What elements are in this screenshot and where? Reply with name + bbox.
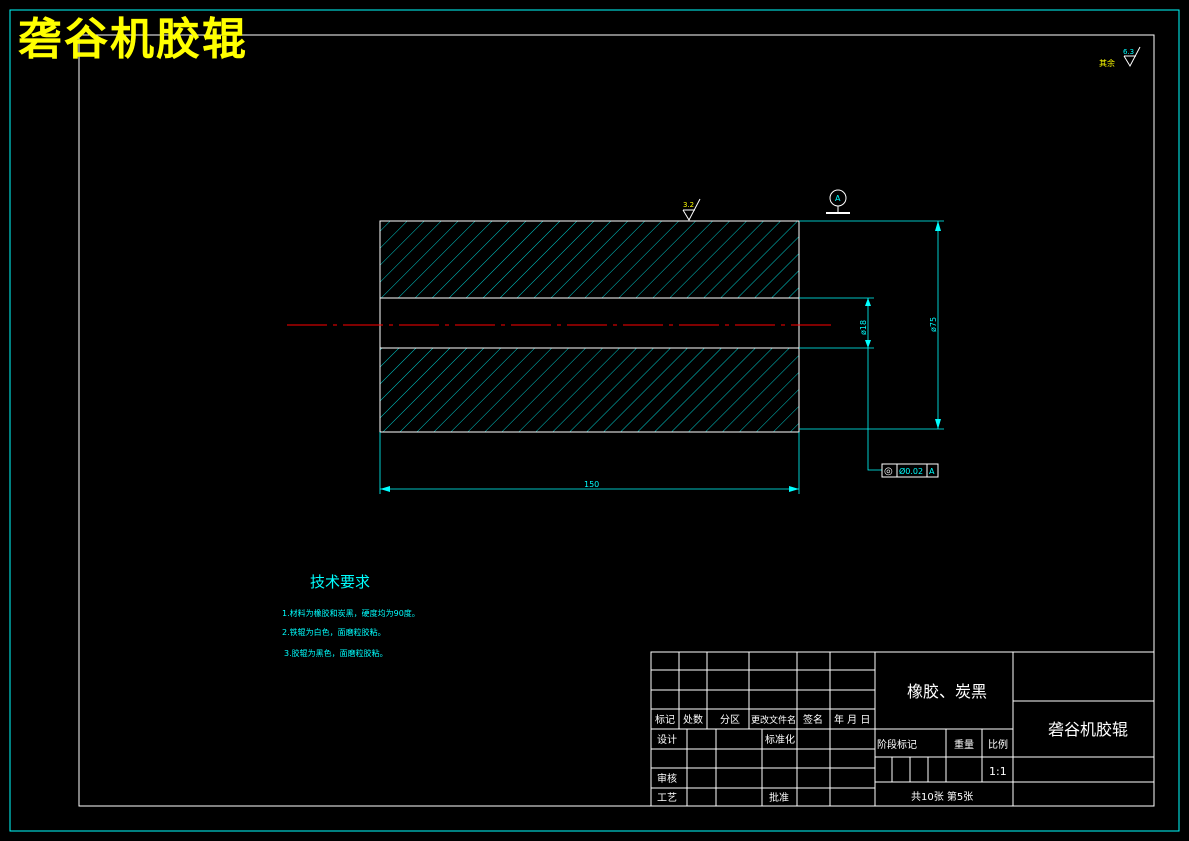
roller-upper-section — [379, 220, 800, 299]
tb-sheets: 共10张 第5张 — [911, 790, 973, 803]
tb-standardize: 标准化 — [765, 733, 795, 746]
tb-header-signature: 签名 — [803, 713, 823, 726]
surface-finish-corner: 其余 6.3 — [1099, 46, 1141, 68]
tb-drawing-name: 砻谷机胶辊 — [1048, 720, 1128, 739]
tb-header-mark: 标记 — [655, 714, 675, 726]
surface-finish-top-value: 3.2 — [683, 201, 694, 209]
outer-frame — [9, 9, 1180, 832]
tolerance-frame: ◎ Ø0.02 A — [881, 463, 939, 478]
surface-finish-top: 3.2 — [682, 198, 701, 222]
dim-length: 150 — [584, 480, 599, 489]
tb-header-date: 年 月 日 — [834, 713, 870, 726]
tb-approve: 批准 — [769, 791, 789, 804]
tolerance-datum: A — [929, 467, 935, 476]
tech-item: 3.胶辊为黑色，面磨粒胶粘。 — [284, 648, 388, 658]
tech-item: 1.材料为橡胶和炭黑，硬度均为90度。 — [282, 608, 420, 618]
tb-scale-label: 比例 — [988, 738, 1008, 751]
tb-scale-value: 1:1 — [989, 765, 1007, 778]
dim-bore-diameter: ø18 — [859, 320, 868, 335]
datum-symbol: A — [826, 189, 850, 214]
tb-header-count: 处数 — [683, 713, 703, 726]
roller-lower-section — [379, 347, 800, 433]
tb-weight: 重量 — [954, 738, 974, 751]
surface-finish-value: 6.3 — [1123, 48, 1134, 56]
inner-frame — [78, 34, 1155, 807]
tolerance-symbol: ◎ — [884, 466, 893, 477]
datum-label: A — [835, 194, 841, 203]
tb-stage-mark: 阶段标记 — [877, 738, 917, 751]
tb-review: 审核 — [657, 772, 677, 785]
tb-header-change-doc: 更改文件名 — [751, 714, 796, 726]
surface-finish-prefix: 其余 — [1099, 58, 1115, 68]
tolerance-value: Ø0.02 — [899, 466, 923, 476]
tb-header-zone: 分区 — [720, 714, 740, 726]
drawing-title: 砻谷机胶辊 — [18, 14, 248, 65]
tb-design: 设计 — [657, 733, 677, 746]
tb-material: 橡胶、炭黑 — [907, 682, 987, 701]
dim-outer-diameter: ø75 — [929, 317, 938, 332]
tb-process: 工艺 — [657, 792, 677, 804]
tech-heading: 技术要求 — [310, 573, 370, 591]
title-block — [650, 651, 1155, 807]
tech-item: 2.铁辊为白色，面磨粒胶粘。 — [282, 627, 386, 637]
